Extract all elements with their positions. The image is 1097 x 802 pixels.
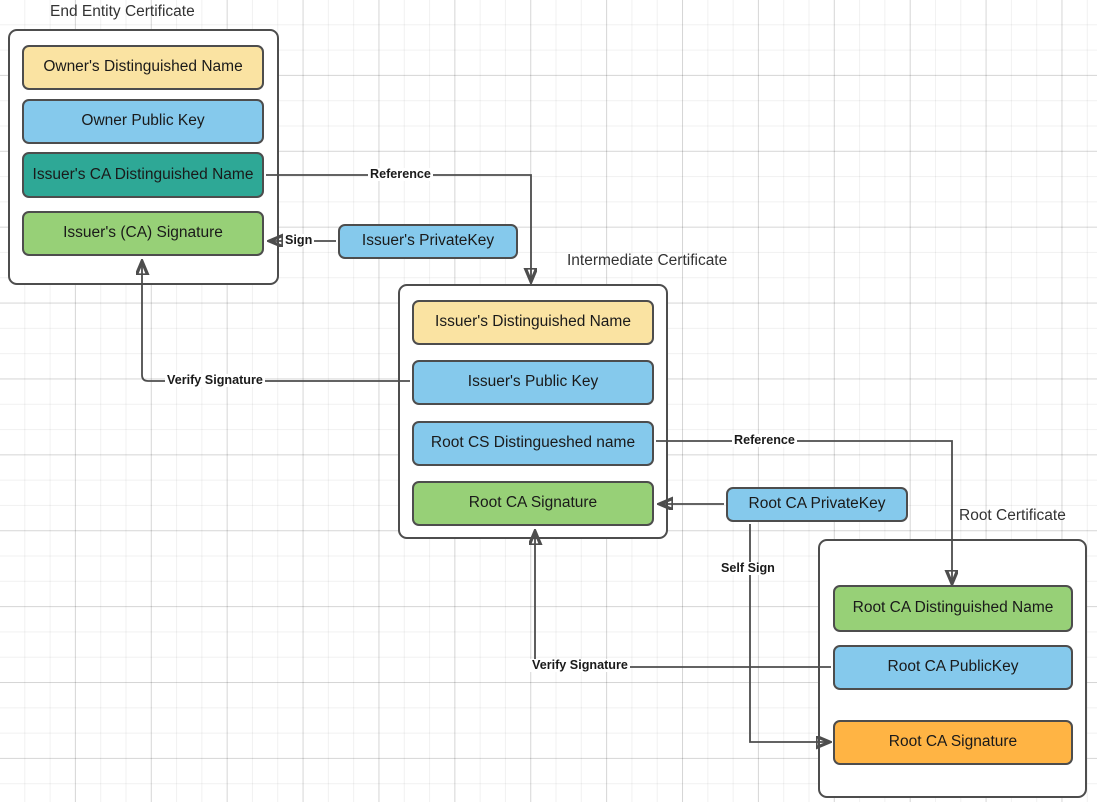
edge-label-reference-intermediate: Reference bbox=[732, 433, 797, 447]
field-root-ca-signature-root[interactable]: Root CA Signature bbox=[833, 720, 1073, 765]
edge-label-verify-signature-intermediate: Verify Signature bbox=[530, 658, 630, 672]
edge-label-self-sign: Self Sign bbox=[719, 561, 777, 575]
edge-label-sign: Sign bbox=[283, 233, 315, 247]
field-owner-public-key[interactable]: Owner Public Key bbox=[22, 99, 264, 144]
edge-label-reference-ee: Reference bbox=[368, 167, 433, 181]
group-title-end-entity: End Entity Certificate bbox=[50, 3, 195, 20]
field-root-ca-publickey[interactable]: Root CA PublicKey bbox=[833, 645, 1073, 690]
field-issuers-public-key[interactable]: Issuer's Public Key bbox=[412, 360, 654, 405]
field-issuers-ca-distinguished-name[interactable]: Issuer's CA Distinguished Name bbox=[22, 152, 264, 198]
field-issuers-distinguished-name[interactable]: Issuer's Distinguished Name bbox=[412, 300, 654, 345]
key-root-ca-privatekey[interactable]: Root CA PrivateKey bbox=[726, 487, 908, 522]
field-root-cs-distingueshed-name[interactable]: Root CS Distingueshed name bbox=[412, 421, 654, 466]
wire-verify-signature-intermediate bbox=[535, 532, 831, 668]
edge-label-verify-signature-ee: Verify Signature bbox=[165, 373, 265, 387]
field-root-ca-signature-intermediate[interactable]: Root CA Signature bbox=[412, 481, 654, 526]
field-issuers-ca-signature[interactable]: Issuer's (CA) Signature bbox=[22, 211, 264, 256]
group-title-intermediate: Intermediate Certificate bbox=[567, 252, 728, 269]
field-root-ca-distinguished-name[interactable]: Root CA Distinguished Name bbox=[833, 585, 1073, 632]
key-issuers-privatekey[interactable]: Issuer's PrivateKey bbox=[338, 224, 518, 259]
group-title-root: Root Certificate bbox=[959, 507, 1066, 524]
field-owners-distinguished-name[interactable]: Owner's Distinguished Name bbox=[22, 45, 264, 90]
